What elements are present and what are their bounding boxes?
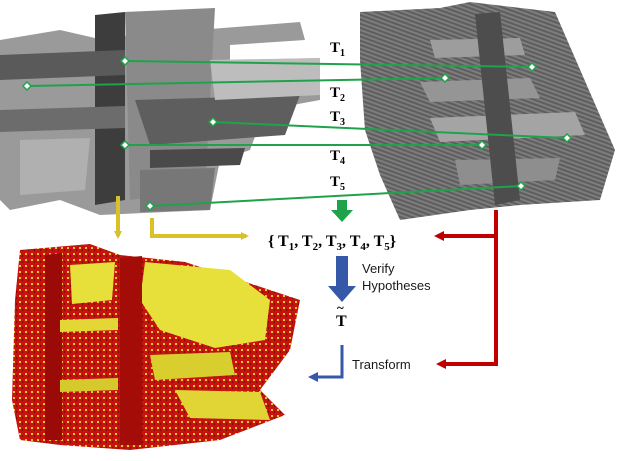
label-t3: T3 [330, 109, 345, 128]
keypoint-marker [119, 55, 131, 67]
keypoint-marker [526, 61, 538, 73]
source-scan [0, 8, 320, 215]
correspondence-lines [26, 60, 568, 207]
label-t1: T1 [330, 40, 345, 59]
correspondence-line-5 [149, 185, 522, 207]
hypothesis-set: { T1, T2, T3, T4, T5} [268, 233, 396, 253]
registered-model [12, 244, 300, 450]
label-t2: T2 [330, 85, 345, 104]
estimate-symbol: T [336, 313, 347, 330]
red-arrow-to-transform [436, 236, 498, 369]
estimate-accent: ~ [337, 300, 344, 315]
label-t5: T5 [330, 174, 345, 193]
keypoint-marker [561, 132, 573, 144]
keypoint-marker [144, 200, 156, 212]
correspondence-line-2 [26, 77, 446, 87]
blue-arrow-verify [328, 256, 356, 302]
correspondence-line-3 [212, 121, 568, 139]
keypoints [21, 55, 573, 212]
yellow-arrow-to-set [150, 218, 249, 240]
correspondence-line-1 [124, 60, 533, 68]
red-arrow-to-set [434, 210, 498, 241]
green-arrow-down [331, 200, 353, 222]
keypoint-marker [207, 116, 219, 128]
verify-label-line2: Hypotheses [362, 278, 431, 293]
label-t4: T4 [330, 148, 345, 167]
keypoint-marker [119, 139, 131, 151]
keypoint-marker [476, 139, 488, 151]
keypoint-marker [515, 180, 527, 192]
correspondence-labels: T1 T2 T3 T4 T5 [330, 40, 345, 193]
transform-label: Transform [352, 357, 411, 372]
verify-label-line1: Verify [362, 261, 395, 276]
blue-arrow-to-model [308, 345, 344, 382]
keypoint-marker [439, 72, 451, 84]
target-scan [360, 2, 615, 220]
keypoint-marker [21, 80, 33, 92]
